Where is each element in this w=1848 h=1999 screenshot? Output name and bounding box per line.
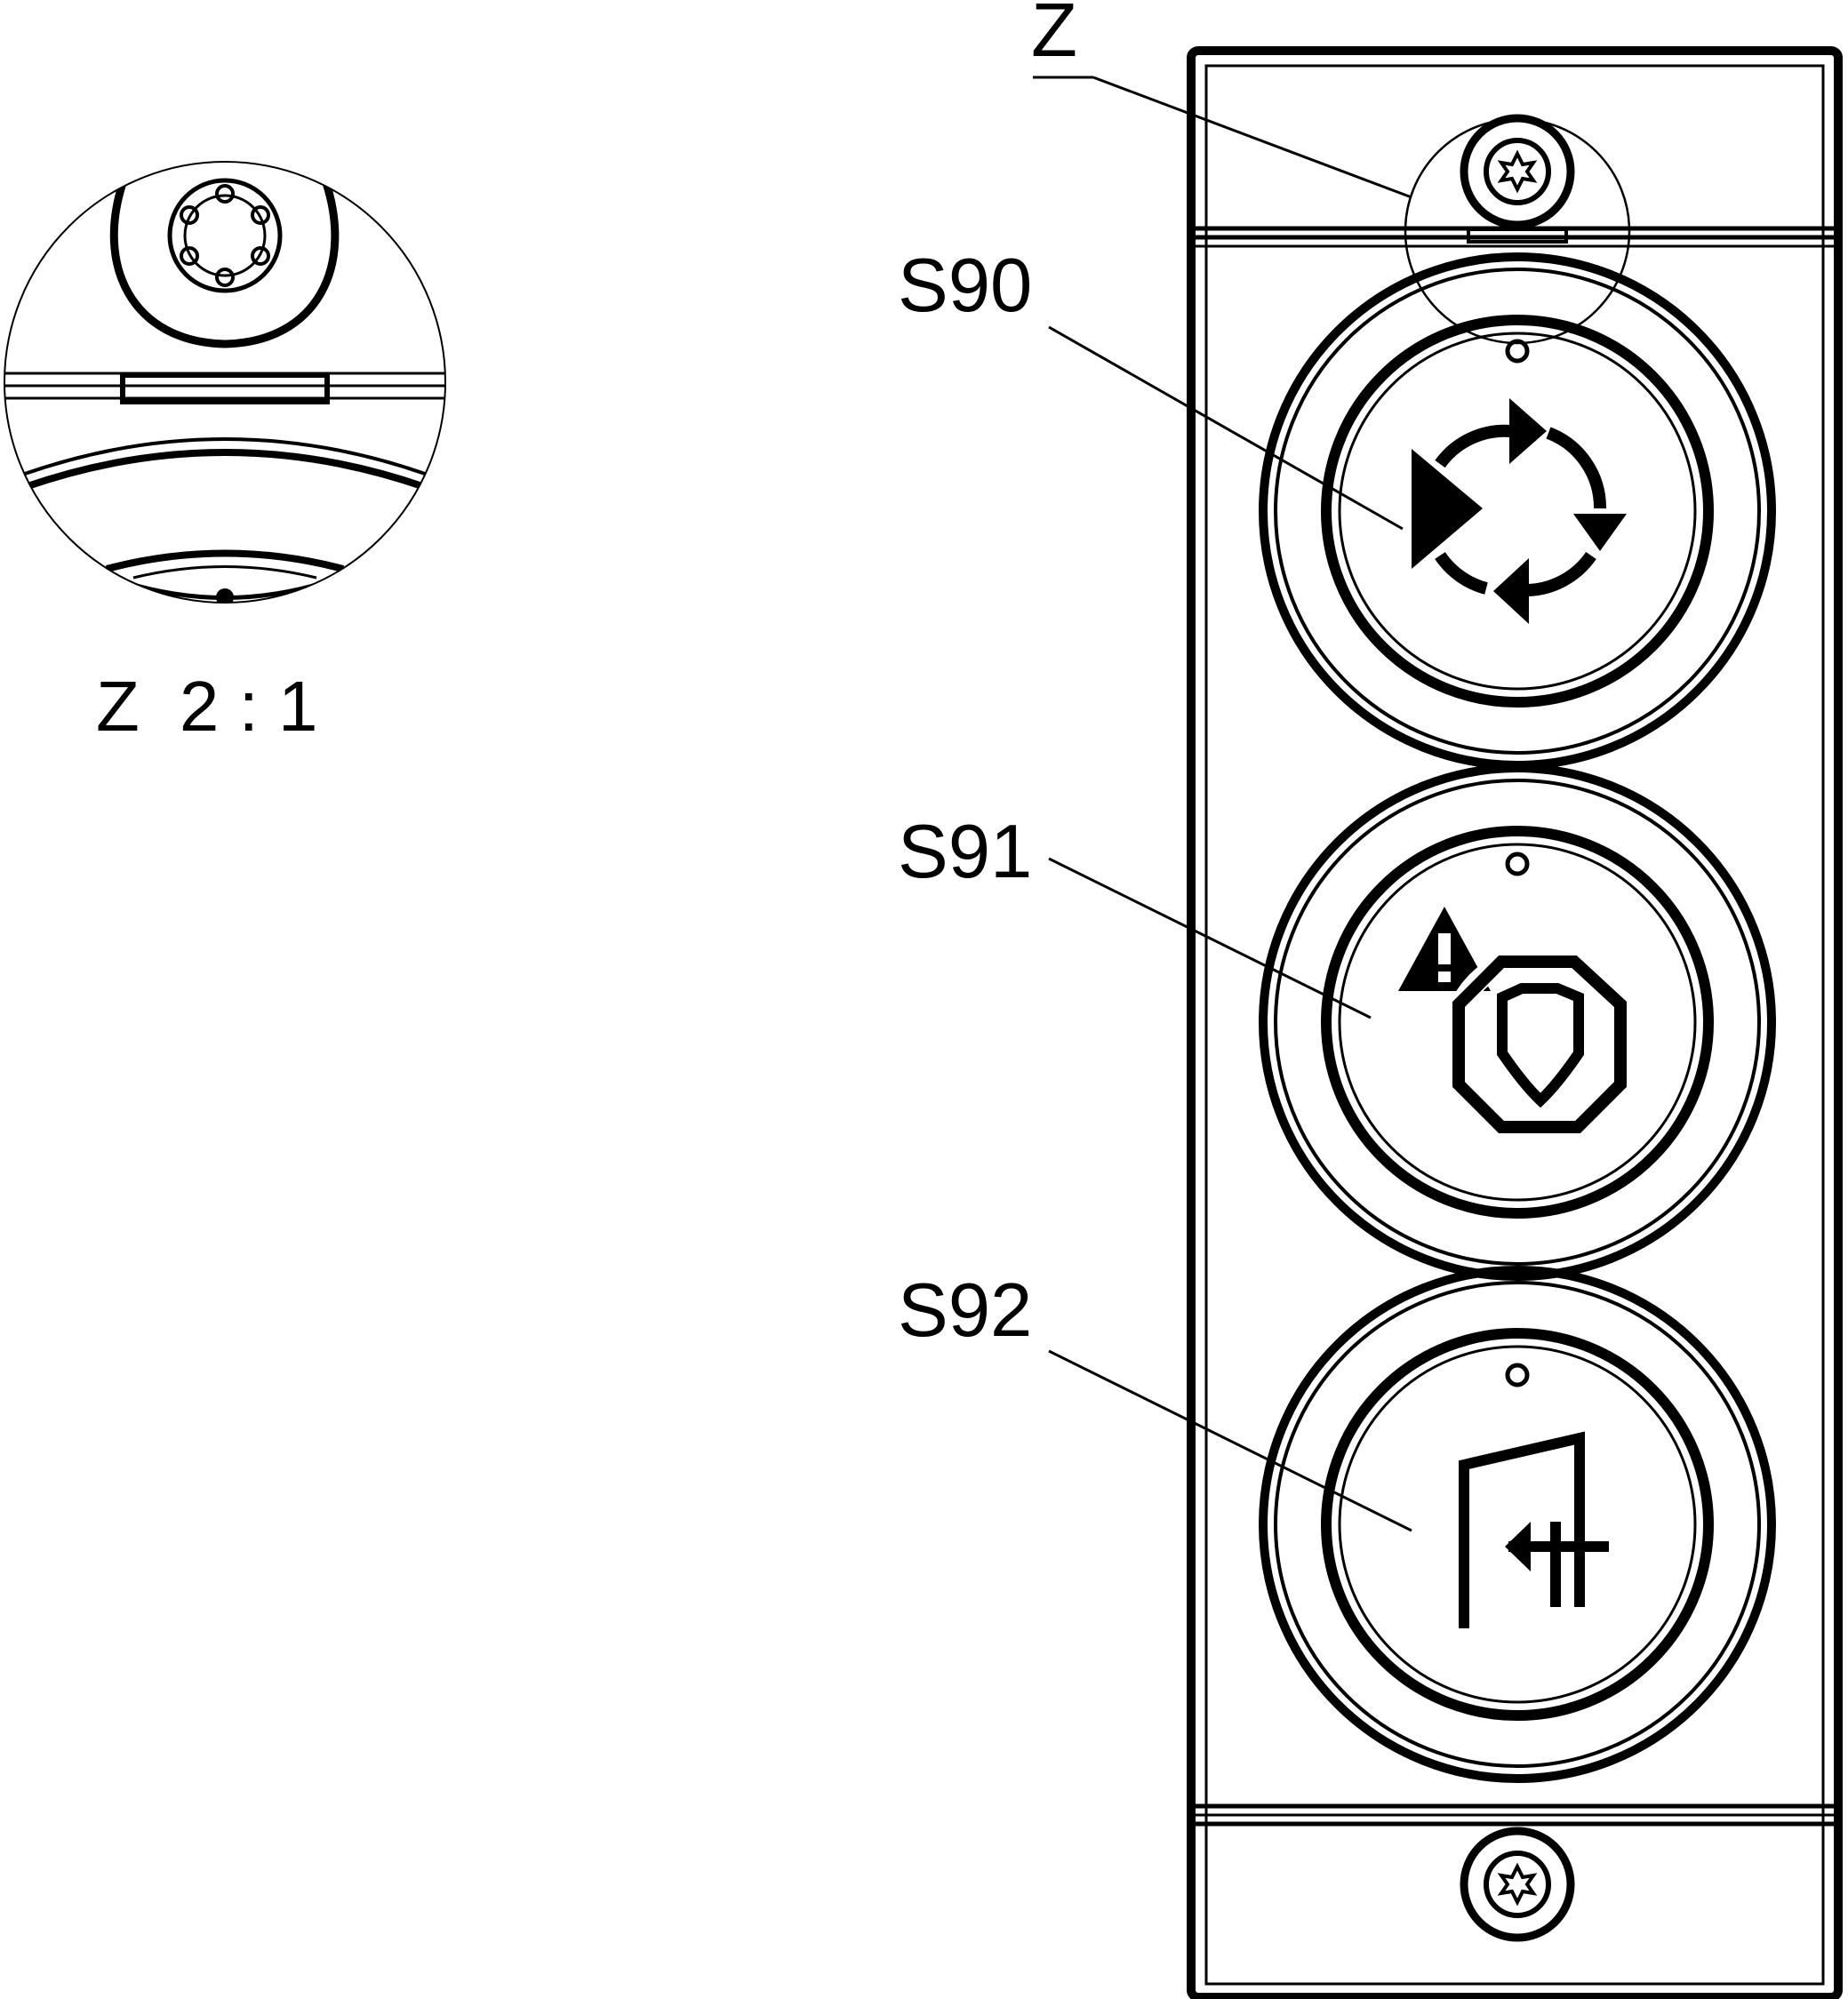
detail-view-z [4,176,445,603]
button-s91 [1259,764,1776,1281]
callout-s92: S92 [898,1268,1032,1353]
button-s90 [1259,252,1776,770]
panel-inner-frame [1204,64,1825,1986]
detail-panel-seam [4,372,445,404]
leader-s91 [1048,857,1372,1019]
button-s92 [1259,1266,1776,1783]
leader-s92 [1048,1349,1412,1532]
detail-torx-icon [167,178,283,293]
safety-acknowledge-icon [1398,907,1640,1144]
panel-outer-frame [1187,46,1843,1999]
detail-bezel-arc [23,449,427,491]
leader-s90 [1048,325,1404,531]
callout-s90: S90 [898,244,1032,328]
door-exit-icon [1459,1431,1609,1628]
leader-lines [1033,76,1412,1532]
top-torx-screw-icon [1460,114,1575,229]
push-button-panel [1187,46,1843,1999]
bottom-torx-screw-icon [1460,1827,1575,1942]
detail-view-boundary [4,161,446,604]
start-cycle-icon [1412,398,1627,624]
callout-z: Z [1031,0,1077,73]
detail-screw-boss [109,176,340,348]
callout-s91: S91 [898,810,1032,894]
